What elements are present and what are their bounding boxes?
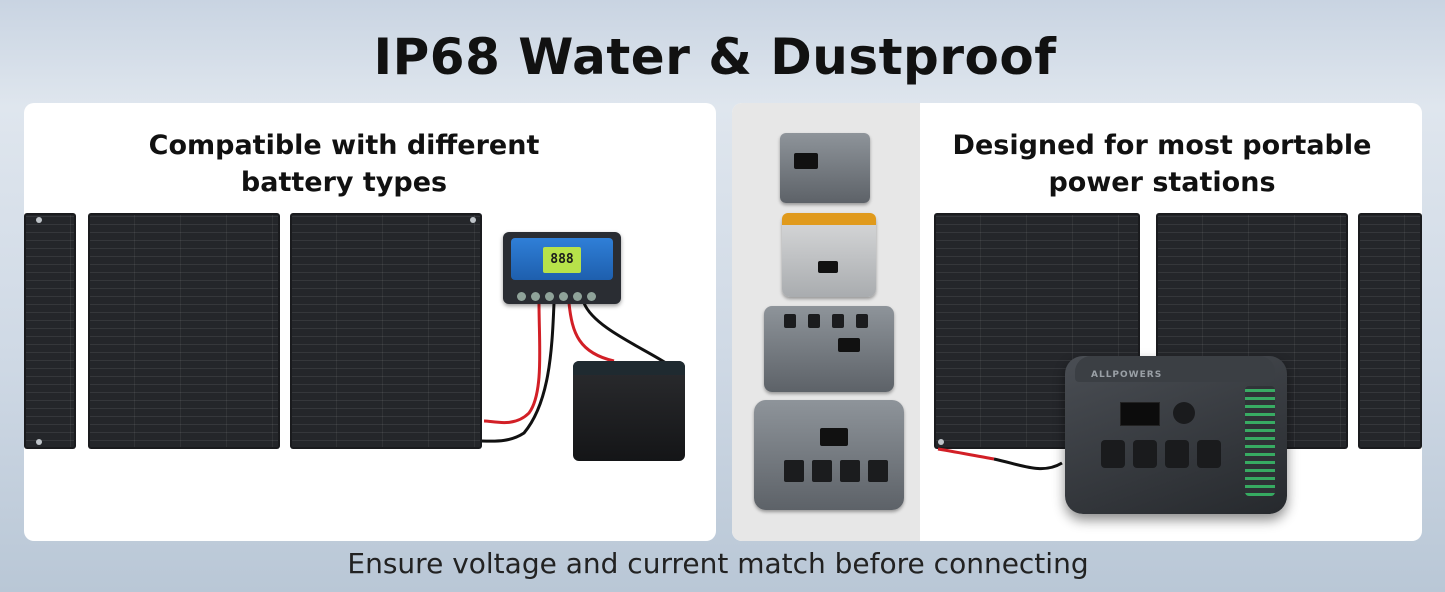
station-screen (1120, 402, 1160, 426)
battery-cap (573, 361, 685, 375)
panel-grommet (470, 217, 476, 223)
panel-grommet (36, 217, 42, 223)
left-caption-line1: Compatible with different (148, 130, 540, 161)
cables-svg (481, 302, 670, 443)
cables-svg (937, 447, 1063, 471)
terminal-icon (587, 292, 596, 301)
outlet-icon (1133, 440, 1157, 468)
outlet-icon (808, 314, 820, 328)
station-screen (820, 428, 848, 446)
power-station-3 (764, 306, 894, 392)
solar-panel-segment (290, 213, 482, 449)
card-power-stations: Designed for most portable power station… (732, 103, 1422, 541)
terminal-icon (545, 292, 554, 301)
right-caption-line1: Designed for most portable (952, 130, 1372, 161)
controller-terminals (517, 286, 607, 301)
left-caption-line2: battery types (240, 167, 448, 198)
outlet-icon (832, 314, 844, 328)
station-screen (838, 338, 860, 352)
station-brand-label: ALLPOWERS (1091, 370, 1163, 380)
outlet-icon (1101, 440, 1125, 468)
controller-face: 888 (511, 238, 613, 280)
battery (573, 361, 685, 461)
card-battery-compatibility: Compatible with different battery types … (24, 103, 716, 541)
cable-red (567, 302, 615, 363)
outlet-icon (784, 314, 796, 328)
solar-charge-controller: 888 (503, 232, 621, 304)
allpowers-power-station: ALLPOWERS (1065, 356, 1287, 514)
cable-red (937, 447, 995, 461)
controller-lcd-display: 888 (543, 247, 581, 273)
cable-black (993, 457, 1063, 471)
solar-panel-segment (24, 213, 76, 449)
headline: IP68 Water & Dustproof (373, 28, 1057, 86)
station-top (1075, 356, 1275, 382)
panel-grommet (938, 439, 944, 445)
cable-black (582, 302, 670, 367)
terminal-icon (517, 292, 526, 301)
station-screen (818, 261, 838, 273)
station-handle (782, 213, 876, 225)
footer-note: Ensure voltage and current match before … (347, 547, 1089, 580)
outlet-icon (1197, 440, 1221, 468)
left-card-caption: Compatible with different battery types (84, 127, 604, 201)
power-station-4 (754, 400, 904, 510)
outlet-icon (868, 460, 888, 482)
outlet-icon (784, 460, 804, 482)
solar-panel-segment (1156, 213, 1348, 449)
right-caption-line2: power stations (1048, 167, 1276, 198)
panel-grommet (36, 439, 42, 445)
power-station-1 (780, 133, 870, 203)
outlet-icon (856, 314, 868, 328)
cable-red (483, 302, 542, 425)
power-station-2 (782, 213, 876, 297)
power-button-icon (1173, 402, 1195, 424)
outlet-icon (840, 460, 860, 482)
terminal-icon (531, 292, 540, 301)
solar-panel-segment (88, 213, 280, 449)
right-card-caption: Designed for most portable power station… (932, 127, 1392, 201)
terminal-icon (559, 292, 568, 301)
outlet-icon (812, 460, 832, 482)
solar-panel-segment (1358, 213, 1422, 449)
outlet-icon (1165, 440, 1189, 468)
cable-black (481, 302, 556, 443)
terminal-icon (573, 292, 582, 301)
station-side-vent (1245, 386, 1275, 496)
station-screen (794, 153, 818, 169)
